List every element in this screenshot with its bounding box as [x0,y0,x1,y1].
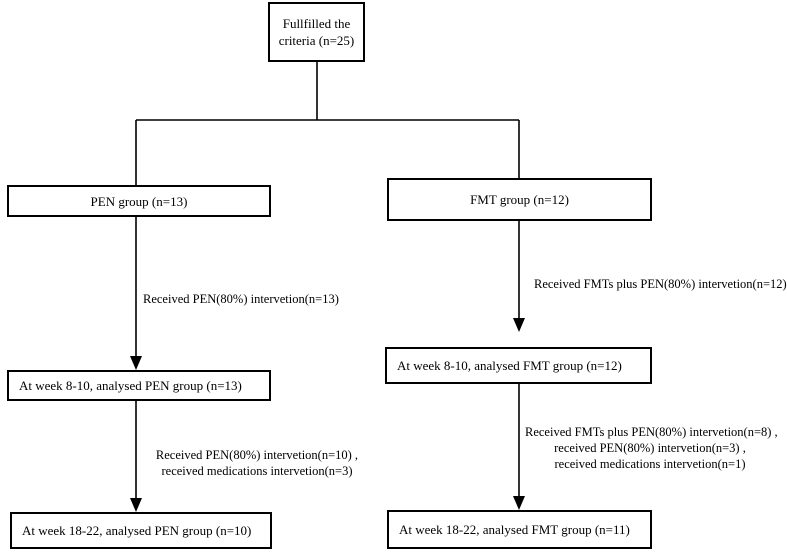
node-pen-group: PEN group (n=13) [7,185,271,217]
node-pen-week18-label: At week 18-22, analysed PEN group (n=10) [22,523,252,538]
arrowhead-fmt-week18 [513,496,525,510]
node-pen-group-label: PEN group (n=13) [90,193,188,209]
edge-label-fmt-to-week18: Received FMTs plus PEN(80%) intervetion(… [525,425,778,471]
node-root-line-2: criteria (n=25) [278,33,355,48]
node-root: Fullfilled the criteria (n=25) [268,2,365,62]
node-fmt-week8-label: At week 8-10, analysed FMT group (n=12) [397,358,622,373]
node-pen-week8-label: At week 8-10, analysed PEN group (n=13) [19,378,242,393]
edge-label-pen-to-week18: Received PEN(80%) intervetion(n=10) , re… [155,448,359,478]
edge-label-fmt-to-week8: Received FMTs plus PEN(80%) intervetion(… [534,277,787,291]
node-fmt-week18: At week 18-22, analysed FMT group (n=11) [387,510,652,549]
arrowhead-pen-week18 [130,498,142,512]
arrowhead-pen-week8 [130,356,142,370]
edge-label-pen-to-week8: Received PEN(80%) intervetion(n=13) [143,292,339,306]
node-fmt-group-label: FMT group (n=12) [470,192,569,207]
node-pen-week18: At week 18-22, analysed PEN group (n=10) [10,512,272,549]
node-fmt-week8: At week 8-10, analysed FMT group (n=12) [385,347,652,384]
node-fmt-group: FMT group (n=12) [387,178,652,221]
node-pen-week8: At week 8-10, analysed PEN group (n=13) [7,370,271,401]
node-root-line-1: Fullfilled the [282,16,351,31]
node-fmt-week18-label: At week 18-22, analysed FMT group (n=11) [399,522,630,537]
arrowhead-fmt-week8 [513,318,525,332]
